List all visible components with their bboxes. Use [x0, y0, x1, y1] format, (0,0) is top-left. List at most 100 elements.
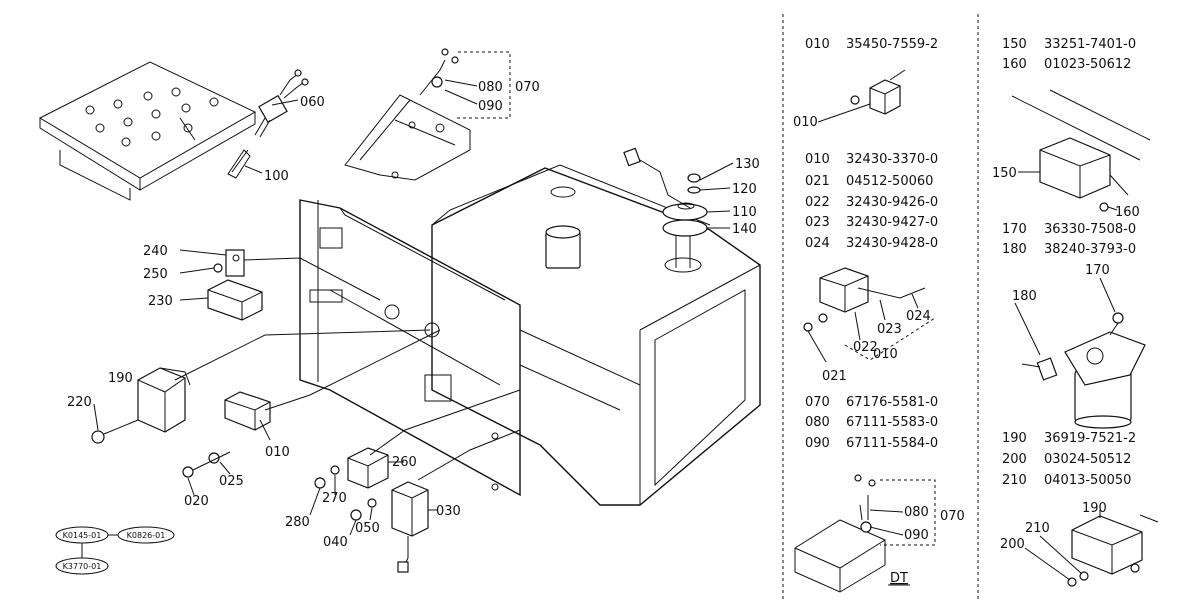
inset3-callout-080: 080 — [904, 505, 929, 520]
callout-220: 220 — [67, 395, 92, 410]
part-number: 36919-7521-2 — [1044, 431, 1136, 446]
inset1-callout-010: 010 — [793, 115, 818, 130]
callout-120: 120 — [732, 182, 757, 197]
inset2-callout-023: 023 — [877, 322, 902, 337]
callout-020: 020 — [184, 494, 209, 509]
callout-250: 250 — [143, 267, 168, 282]
part-number: 32430-9427-0 — [846, 215, 938, 230]
flasher-030-drawing — [350, 429, 521, 573]
relay-260-drawing — [314, 389, 521, 489]
part-number: 32430-9426-0 — [846, 195, 938, 210]
inset3-callout-090: 090 — [904, 528, 929, 543]
part-ref: 150 — [1002, 37, 1027, 52]
right-inset-2: 170 36330-7508-0 180 38240-3793-0 180 17… — [1002, 222, 1146, 429]
inset-2: 010 32430-3370-0 021 04512-50060 022 324… — [803, 152, 938, 384]
part-number: 35450-7559-2 — [846, 37, 938, 52]
part-number: 03024-50512 — [1044, 452, 1131, 467]
inset3-caption: DT — [890, 571, 908, 586]
part-ref: 010 — [805, 152, 830, 167]
screws-020-025-drawing — [182, 451, 231, 478]
main-drawing: K0145-01 K0826-01 K3770-01 — [38, 48, 761, 575]
seat-plate-drawing — [38, 61, 257, 201]
callout-040: 040 — [323, 535, 348, 550]
callout-080: 080 — [478, 80, 503, 95]
part-ref: 180 — [1002, 242, 1027, 257]
part-ref: 024 — [805, 236, 830, 251]
main-leader-lines — [93, 79, 734, 536]
relay-190-drawing — [91, 329, 431, 444]
bubbles-group: K0145-01 K0826-01 K3770-01 — [55, 526, 175, 575]
part-number: 01023-50612 — [1044, 57, 1131, 72]
callout-110: 110 — [732, 205, 757, 220]
part-number: 36330-7508-0 — [1044, 222, 1136, 237]
bubble-label: K0145-01 — [63, 531, 102, 540]
callout-240: 240 — [143, 244, 168, 259]
part-number: 32430-9428-0 — [846, 236, 938, 251]
bubble-label: K3770-01 — [63, 562, 102, 571]
bubble-label: K0826-01 — [127, 531, 166, 540]
right-inset-1: 150 33251-7401-0 160 01023-50612 150 160 — [992, 37, 1151, 220]
callout-070: 070 — [515, 80, 540, 95]
inset-3: 070 67176-5581-0 080 67111-5583-0 090 67… — [794, 395, 965, 593]
right-inset-3: 190 36919-7521-2 200 03024-50512 210 040… — [1000, 431, 1159, 587]
callout-230: 230 — [148, 294, 173, 309]
part-number: 38240-3793-0 — [1044, 242, 1136, 257]
part-ref: 200 — [1002, 452, 1027, 467]
part-ref: 210 — [1002, 473, 1027, 488]
main-callouts: 060 100 080 070 090 130 120 110 140 240 … — [67, 80, 760, 550]
callout-010: 010 — [265, 445, 290, 460]
inset2-callout-010: 010 — [873, 347, 898, 362]
inset2-callout-024: 024 — [906, 309, 931, 324]
part-ref: 080 — [805, 415, 830, 430]
right3-callout-190: 190 — [1082, 501, 1107, 516]
right1-callout-160: 160 — [1115, 205, 1140, 220]
part-number: 32430-3370-0 — [846, 152, 938, 167]
part-ref: 010 — [805, 37, 830, 52]
part-ref: 160 — [1002, 57, 1027, 72]
bracket-drawing — [344, 48, 511, 181]
part-number: 67111-5584-0 — [846, 436, 938, 451]
part-ref: 090 — [805, 436, 830, 451]
part-ref: 023 — [805, 215, 830, 230]
right3-callout-210: 210 — [1025, 521, 1050, 536]
callout-140: 140 — [732, 222, 757, 237]
inset-column-1: 010 35450-7559-2 010 010 32430-3370-0 02… — [793, 37, 965, 593]
switch-060-drawing — [227, 69, 309, 179]
right2-callout-170: 170 — [1085, 263, 1110, 278]
right2-callout-180: 180 — [1012, 289, 1037, 304]
inset2-callout-022: 022 — [853, 340, 878, 355]
part-number: 04013-50050 — [1044, 473, 1131, 488]
callout-190: 190 — [108, 371, 133, 386]
callout-060: 060 — [300, 95, 325, 110]
right1-callout-150: 150 — [992, 166, 1017, 181]
callout-260: 260 — [392, 455, 417, 470]
part-number: 67176-5581-0 — [846, 395, 938, 410]
fuel-tank-drawing — [431, 164, 761, 506]
callout-050: 050 — [355, 521, 380, 536]
part-number: 04512-50060 — [846, 174, 933, 189]
callout-025: 025 — [219, 474, 244, 489]
fuel-sender-drawing — [623, 147, 708, 237]
part-ref: 022 — [805, 195, 830, 210]
callout-090: 090 — [478, 99, 503, 114]
relay-230-drawing — [207, 249, 381, 321]
panel-drawing — [299, 199, 521, 497]
inset-1: 010 35450-7559-2 010 — [793, 37, 938, 130]
callout-280: 280 — [285, 515, 310, 530]
callout-270: 270 — [322, 491, 347, 506]
part-number: 67111-5583-0 — [846, 415, 938, 430]
connector-010-drawing — [224, 329, 441, 431]
callout-100: 100 — [264, 169, 289, 184]
right3-callout-200: 200 — [1000, 537, 1025, 552]
part-ref: 170 — [1002, 222, 1027, 237]
part-ref: 190 — [1002, 431, 1027, 446]
inset-column-2: 150 33251-7401-0 160 01023-50612 150 160… — [992, 37, 1159, 587]
part-ref: 070 — [805, 395, 830, 410]
inset2-callout-021: 021 — [822, 369, 847, 384]
inset3-callout-070: 070 — [940, 509, 965, 524]
part-number: 33251-7401-0 — [1044, 37, 1136, 52]
callout-130: 130 — [735, 157, 760, 172]
part-ref: 021 — [805, 174, 830, 189]
callout-030: 030 — [436, 504, 461, 519]
